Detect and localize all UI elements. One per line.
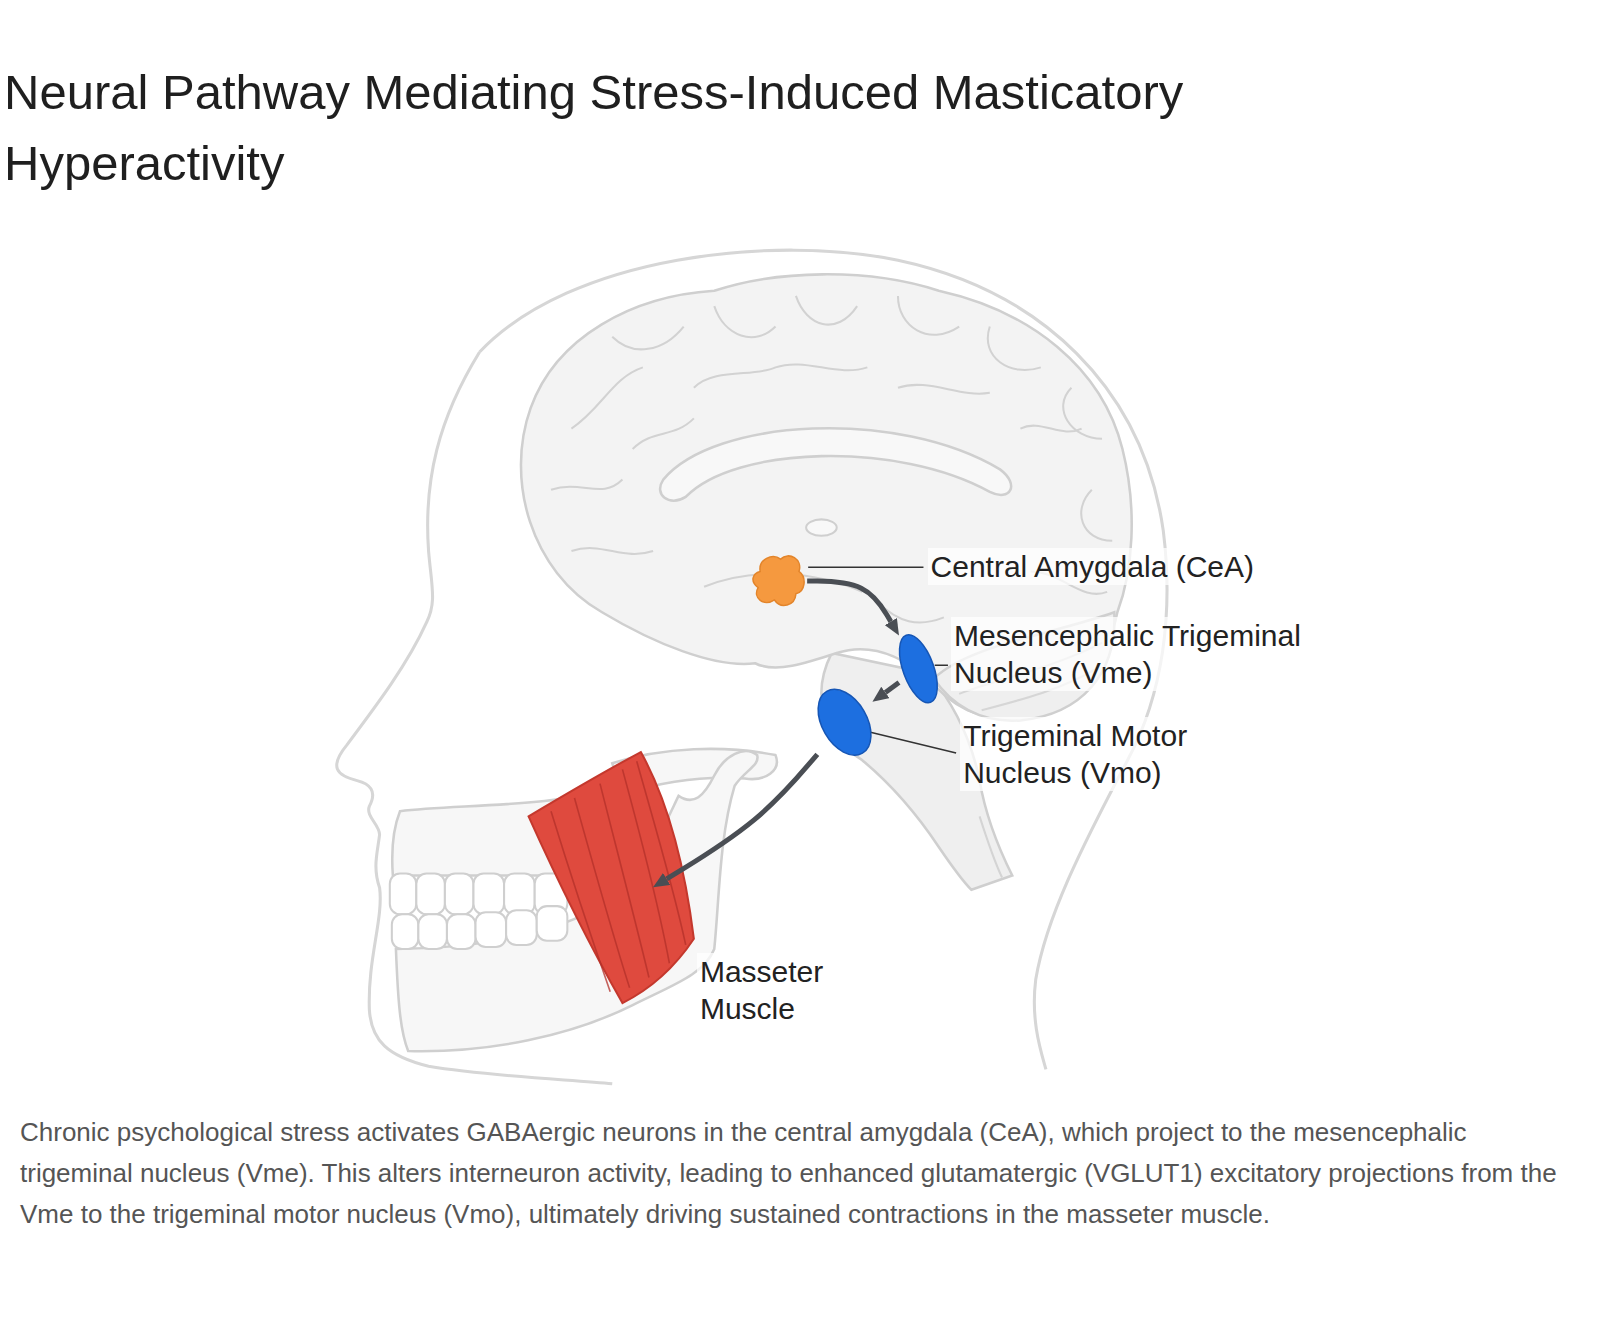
tooth: [418, 914, 447, 949]
node-shape: [817, 684, 872, 761]
brainstem-nucleus: Mesencephalic Trigeminal Nucleus (Vme): [899, 632, 938, 705]
muscle-striations: [551, 761, 686, 992]
structure-label: Trigeminal Motor Nucleus (Vmo): [960, 717, 1232, 791]
corpus-callosum: [660, 428, 1011, 500]
tooth: [445, 873, 474, 914]
figure-caption: Chronic psychological stress activates G…: [20, 1112, 1580, 1235]
ventricle: [806, 519, 837, 535]
pathway-arrow: [667, 754, 818, 879]
structure-label: Masseter Muscle: [697, 953, 869, 1027]
pathway-arrow: [885, 682, 899, 692]
amygdala-blob: [753, 556, 804, 605]
diagram-title: Neural Pathway Mediating Stress-Induced …: [4, 57, 1454, 199]
spinal-line: [980, 816, 1002, 877]
tooth: [537, 906, 568, 941]
node-shape: [899, 632, 938, 705]
tooth: [416, 873, 445, 914]
amygdala-nucleus: Central Amygdala (CeA): [750, 551, 807, 610]
lower-teeth: [392, 906, 568, 949]
tooth: [506, 910, 537, 945]
tooth: [390, 873, 417, 914]
nucleus-ellipse: [892, 630, 945, 708]
pathway-arrow: [807, 581, 891, 622]
tooth: [504, 873, 535, 914]
tooth: [476, 912, 507, 947]
structure-label: Central Amygdala (CeA): [928, 548, 1257, 585]
brainstem-nucleus: Trigeminal Motor Nucleus (Vmo): [817, 684, 872, 761]
node-shape: [750, 551, 807, 610]
tooth: [447, 914, 476, 949]
structure-label: Mesencephalic Trigeminal Nucleus (Vme): [951, 617, 1353, 691]
tooth: [473, 873, 504, 914]
tooth: [392, 914, 419, 949]
masseter-muscle: Masseter Muscle: [602, 857, 653, 949]
nucleus-ellipse: [808, 680, 883, 764]
